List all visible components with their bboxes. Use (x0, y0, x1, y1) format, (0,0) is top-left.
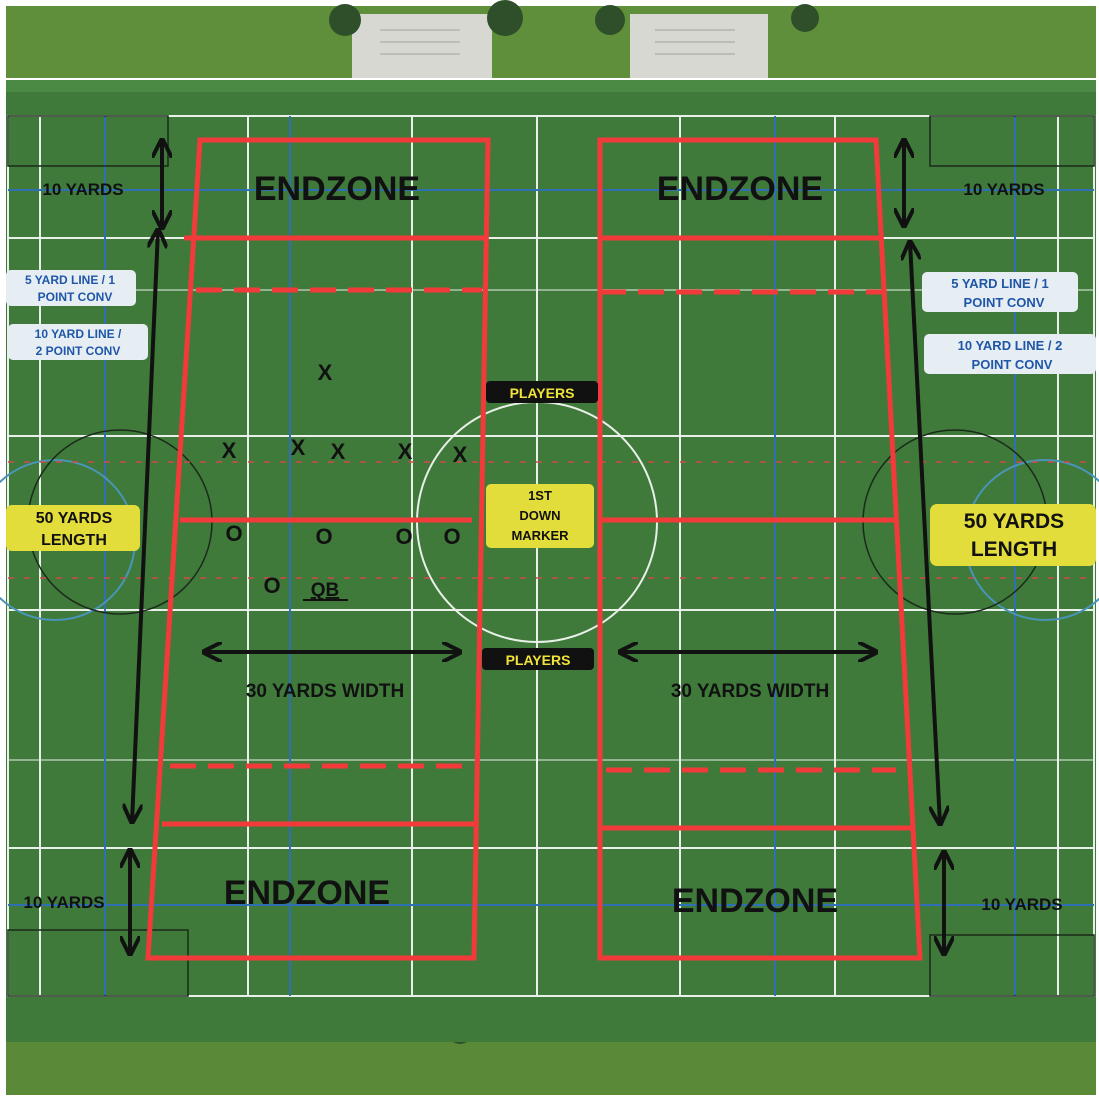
tag-10yd-right: 10 YARD LINE / 2 POINT CONV (924, 334, 1096, 374)
tag-50yd-right-line1: 50 YARDS (964, 510, 1064, 533)
defense-player-x: X (331, 439, 346, 464)
defense-player-x: X (453, 442, 468, 467)
tag-5yd-right: 5 YARD LINE / 1 POINT CONV (922, 272, 1078, 312)
offense-player-o: O (443, 524, 460, 549)
tag-50yd-left-line1: 50 YARDS (36, 510, 113, 527)
offense-player-o: O (263, 573, 280, 598)
offense-player-o: O (225, 521, 242, 546)
ten-yards-label-top-right: 10 YARDS (963, 180, 1044, 199)
tag-5yd-left: 5 YARD LINE / 1 POINT CONV (6, 270, 136, 306)
endzone-label-top-left: ENDZONE (254, 170, 420, 208)
endzone-label-bottom-left: ENDZONE (224, 874, 390, 912)
bleachers-left (352, 14, 492, 78)
thirty-yards-label-right: 30 YARDS WIDTH (671, 681, 829, 702)
arrow-50yd-right (910, 242, 940, 824)
arrow-50yd-left (132, 230, 158, 822)
defense-player-x: X (222, 438, 237, 463)
first-down-marker-tag: 1ST DOWN MARKER (486, 484, 594, 548)
tag-50yd-left: 50 YARDS LENGTH (6, 505, 140, 551)
offense-players: O O O O O (225, 521, 460, 598)
turf-top-band (6, 80, 1096, 92)
players-tag-bottom: PLAYERS (482, 648, 594, 670)
defense-player-x: X (291, 435, 306, 460)
tag-5yd-left-line1: 5 YARD LINE / 1 (25, 273, 115, 287)
first-down-line1: 1ST (528, 488, 552, 503)
tag-10yd-left-line1: 10 YARD LINE / (35, 327, 122, 341)
tag-10yd-right-line2: POINT CONV (972, 357, 1053, 372)
measurement-arrows (130, 140, 944, 954)
first-down-line2: DOWN (519, 508, 560, 523)
tag-5yd-right-line1: 5 YARD LINE / 1 (951, 276, 1049, 291)
ten-yards-label-bottom-right: 10 YARDS (981, 895, 1062, 914)
players-tag-top-label: PLAYERS (510, 385, 575, 401)
defense-player-x: X (318, 360, 333, 385)
defense-player-x: X (398, 439, 413, 464)
ten-yards-label-top-left: 10 YARDS (42, 180, 123, 199)
first-down-line3: MARKER (511, 528, 569, 543)
bottom-grass (6, 1040, 1096, 1095)
tag-10yd-left: 10 YARD LINE / 2 POINT CONV (8, 324, 148, 360)
tag-50yd-right-line2: LENGTH (971, 538, 1057, 561)
offense-player-o: O (315, 524, 332, 549)
bleacher-rows (380, 29, 735, 55)
offense-player-o: O (395, 524, 412, 549)
thirty-yards-label-left: 30 YARDS WIDTH (246, 681, 404, 702)
tag-5yd-left-line2: POINT CONV (38, 290, 113, 304)
bleachers-right (630, 14, 768, 78)
defense-players: X X X X X X (222, 360, 468, 467)
tag-50yd-left-line2: LENGTH (41, 532, 107, 549)
tag-10yd-right-line1: 10 YARD LINE / 2 (958, 338, 1063, 353)
top-grass (6, 6, 1096, 78)
endzone-label-bottom-right: ENDZONE (672, 882, 838, 920)
ten-yards-label-bottom-left: 10 YARDS (23, 893, 104, 912)
right-dashed-lines (600, 289, 896, 773)
tag-10yd-left-line2: 2 POINT CONV (36, 344, 121, 358)
left-dashed-lines (170, 287, 482, 769)
players-tag-top: PLAYERS (486, 381, 598, 403)
endzone-label-top-right: ENDZONE (657, 170, 823, 208)
right-field-boundary (597, 137, 923, 961)
players-tag-bottom-label: PLAYERS (506, 652, 571, 668)
tag-50yd-right: 50 YARDS LENGTH (930, 504, 1096, 566)
left-field-boundary (145, 137, 491, 961)
tag-5yd-right-line2: POINT CONV (964, 295, 1045, 310)
qb-label: QB (311, 580, 340, 601)
thin-red-lines (8, 461, 1094, 579)
